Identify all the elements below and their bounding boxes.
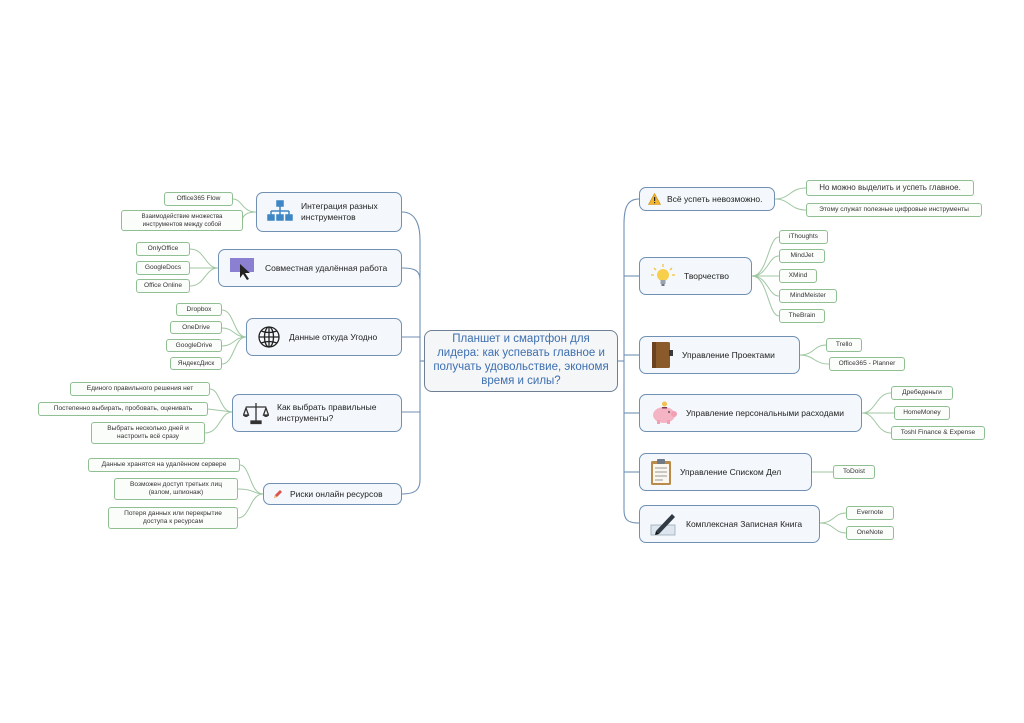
hierarchy-icon (267, 200, 293, 224)
branch-label: Как выбрать правильные инструменты? (277, 402, 377, 423)
branch-notebook[interactable]: Комплексная Записная Книга (639, 505, 820, 543)
leaf-item[interactable]: Данные хранятся на удалённом сервере (88, 458, 240, 472)
screen-cursor-icon (229, 256, 257, 280)
leaf-item[interactable]: Dropbox (176, 303, 222, 316)
leaf-item[interactable]: OneNote (846, 526, 894, 540)
leaf-item[interactable]: MindJet (779, 249, 825, 263)
leaf-item[interactable]: Office365 - Planner (829, 357, 905, 371)
branch-label: Управление Списком Дел (680, 466, 782, 477)
leaf-item[interactable]: Office365 Flow (164, 192, 233, 206)
clipboard-icon (650, 458, 672, 486)
branch-how-to-choose[interactable]: Как выбрать правильные инструменты? (232, 394, 402, 432)
leaf-item[interactable]: Toshl Finance & Expense (891, 426, 985, 440)
leaf-item[interactable]: Выбрать несколько дней и настроить всё с… (91, 422, 205, 444)
pencil-icon (272, 488, 284, 500)
lightbulb-icon (650, 263, 676, 289)
piggy-bank-icon (650, 401, 678, 425)
leaf-item[interactable]: GoogleDocs (136, 261, 190, 275)
leaf-item[interactable]: Взаимодействие множества инструментов ме… (121, 210, 243, 231)
leaf-item[interactable]: Дребеденьги (891, 386, 953, 400)
leaf-item[interactable]: TheBrain (779, 309, 825, 323)
leaf-item[interactable]: ЯндексДиск (170, 357, 222, 370)
scales-icon (243, 401, 269, 425)
leaf-item[interactable]: Evernote (846, 506, 894, 520)
branch-label: Творчество (684, 270, 729, 281)
branch-label: Риски онлайн ресурсов (290, 488, 383, 499)
branch-collaboration[interactable]: Совместная удалённая работа (218, 249, 402, 287)
leaf-item[interactable]: Этому служат полезные цифровые инструмен… (806, 203, 982, 217)
leaf-item[interactable]: OnlyOffice (136, 242, 190, 256)
branch-online-risks[interactable]: Риски онлайн ресурсов (263, 483, 402, 505)
leaf-item[interactable]: Единого правильного решения нет (70, 382, 210, 396)
globe-icon (257, 325, 281, 349)
branch-label: Всё успеть невозможно. (667, 193, 763, 204)
branch-project-management[interactable]: Управление Проектами (639, 336, 800, 374)
branch-label: Управление персональными расходами (686, 407, 844, 418)
branch-label: Данные откуда Угодно (289, 331, 378, 342)
central-topic[interactable]: Планшет и смартфон для лидера: как успев… (424, 330, 618, 392)
leaf-item[interactable]: iThoughts (779, 230, 828, 244)
leaf-item[interactable]: HomeMoney (894, 406, 950, 420)
leaf-item[interactable]: Trello (826, 338, 862, 352)
branch-todo-management[interactable]: Управление Списком Дел (639, 453, 812, 491)
leaf-item[interactable]: Потеря данных или перекрытие доступа к р… (108, 507, 238, 529)
branch-label: Комплексная Записная Книга (686, 518, 803, 529)
branch-integration[interactable]: Интеграция разных инструментов (256, 192, 402, 232)
branch-creativity[interactable]: Творчество (639, 257, 752, 295)
leaf-item[interactable]: Возможен доступ третьих лиц (взлом, шпио… (114, 478, 238, 500)
leaf-item[interactable]: XMind (779, 269, 817, 283)
leaf-item[interactable]: Но можно выделить и успеть главное. (806, 180, 974, 196)
branch-label: Интеграция разных инструментов (301, 201, 378, 222)
pen-paper-icon (650, 511, 678, 537)
warning-icon (648, 193, 661, 205)
notebook-icon (650, 341, 674, 369)
branch-label: Совместная удалённая работа (265, 262, 388, 273)
leaf-item[interactable]: ToDoist (833, 465, 875, 479)
branch-personal-finance[interactable]: Управление персональными расходами (639, 394, 862, 432)
branch-data-anywhere[interactable]: Данные откуда Угодно (246, 318, 402, 356)
leaf-item[interactable]: MindMeister (779, 289, 837, 303)
branch-cannot-do-everything[interactable]: Всё успеть невозможно. (639, 187, 775, 211)
leaf-item[interactable]: Office Online (136, 279, 190, 293)
branch-label: Управление Проектами (682, 349, 775, 360)
leaf-item[interactable]: Постепенно выбирать, пробовать, оцениват… (38, 402, 208, 416)
leaf-item[interactable]: OneDrive (170, 321, 222, 334)
leaf-item[interactable]: GoogleDrive (166, 339, 222, 352)
